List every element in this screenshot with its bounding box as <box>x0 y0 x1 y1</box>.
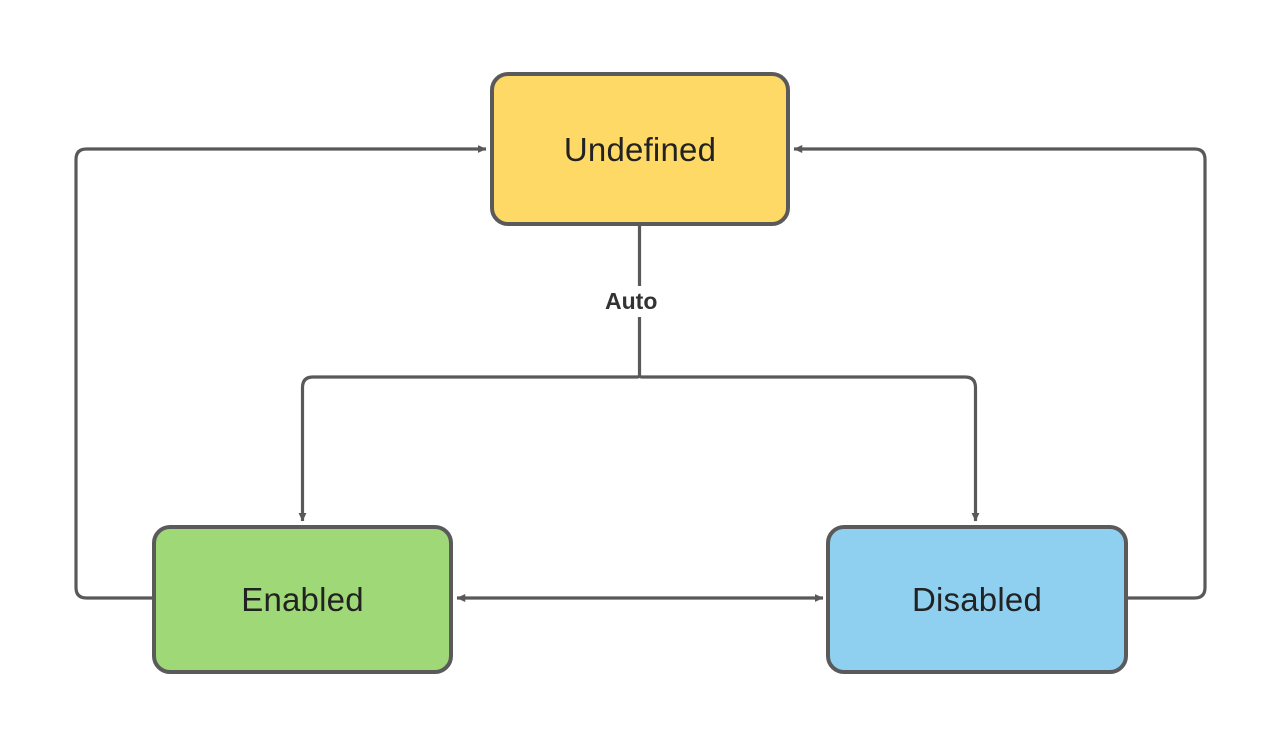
state-node-enabled[interactable]: Enabled <box>152 525 453 674</box>
edge-branch-to-enabled <box>298 374 642 522</box>
edge-branch-to-disabled <box>637 374 980 522</box>
state-node-undefined-label: Undefined <box>563 130 717 168</box>
edge-enabled-to-undefined <box>74 144 487 600</box>
state-node-undefined[interactable]: Undefined <box>490 72 790 226</box>
state-node-disabled[interactable]: Disabled <box>826 525 1128 674</box>
state-node-disabled-label: Disabled <box>911 581 1042 618</box>
state-node-enabled-label: Enabled <box>241 581 364 618</box>
edge-label-auto: Auto <box>598 286 665 317</box>
edge-disabled-to-undefined <box>793 144 1207 600</box>
